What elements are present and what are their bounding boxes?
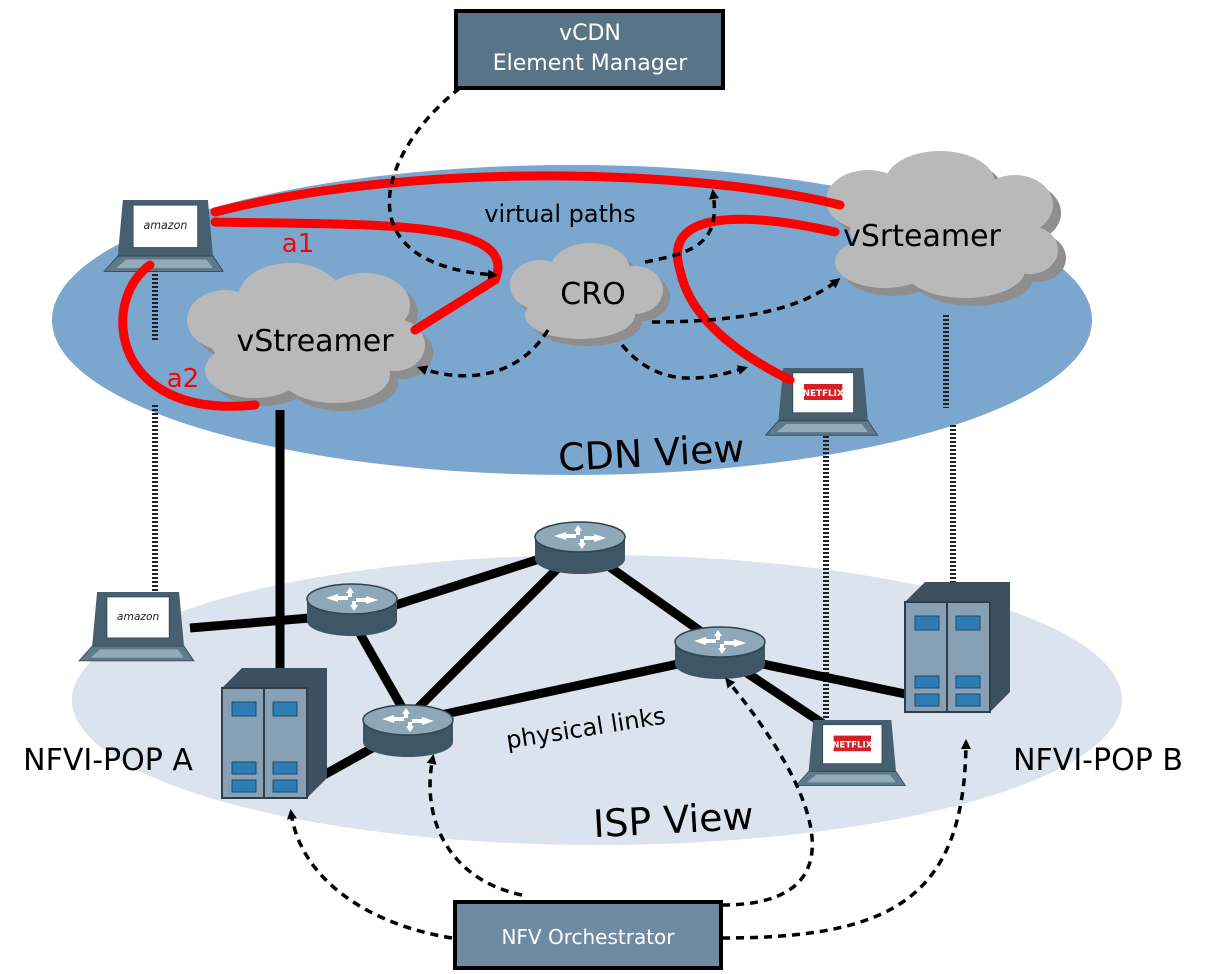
arrow-cro-to-netflix xyxy=(620,343,748,380)
arrow-manager-to-cro xyxy=(387,86,498,280)
laptop-amazon-isp: amazon xyxy=(78,591,195,662)
cloud-vstreamer xyxy=(187,263,433,411)
amazon-logo-text: amazon xyxy=(117,610,160,623)
laptop-amazon-cdn: amazon xyxy=(103,199,224,272)
virtual-path-a1 xyxy=(210,217,503,335)
arrow-orch-to-pop-a xyxy=(286,809,453,940)
vsrteamer-label: vSrteamer xyxy=(843,219,1001,254)
router-icon xyxy=(362,704,454,758)
arrow-orch-to-pop-b xyxy=(721,739,971,940)
control-arrows xyxy=(286,86,971,940)
laptop-netflix-isp: NETFLIX xyxy=(795,719,906,786)
arrow-orch-to-router-right xyxy=(721,677,814,907)
arrow-cro-to-vsrteamer xyxy=(651,278,841,324)
orchestrator-box: NFV Orchestrator xyxy=(453,900,723,970)
element-manager-line2: Element Manager xyxy=(493,51,688,76)
virtual-paths xyxy=(118,171,845,411)
router-icon xyxy=(674,626,766,680)
server-pop-a-icon xyxy=(221,667,328,799)
arrow-cro-to-path xyxy=(644,189,719,264)
laptop-netflix-cdn: NETFLIX xyxy=(765,367,878,436)
cro-label: CRO xyxy=(560,277,625,312)
netflix-logo-text: NETFLIX xyxy=(803,389,844,399)
server-pop-b-icon xyxy=(904,581,1011,713)
pop-b-label: NFVI-POP B xyxy=(1013,743,1183,778)
virtual-paths-label: virtual paths xyxy=(484,200,635,228)
cloud-vsrteamer xyxy=(826,151,1066,306)
virtual-path-a2 xyxy=(118,260,260,411)
router-icon xyxy=(534,521,626,575)
cdn-view-title: CDN View xyxy=(557,426,746,480)
router-icon xyxy=(306,583,398,637)
element-manager-box: vCDN Element Manager xyxy=(454,9,725,90)
orchestrator-label: NFV Orchestrator xyxy=(501,925,675,949)
path-a2-label: a2 xyxy=(167,364,199,394)
cloud-cro xyxy=(510,243,670,346)
arrow-orch-to-router xyxy=(426,754,523,897)
virtual-path-top xyxy=(210,171,845,217)
virtual-path-netflix xyxy=(673,214,840,385)
vstreamer-label: vStreamer xyxy=(236,324,394,359)
element-manager-line1: vCDN xyxy=(559,21,621,46)
isp-view-title: ISP View xyxy=(592,794,755,846)
path-a1-label: a1 xyxy=(282,229,314,259)
arrow-cro-to-vstreamer xyxy=(417,329,550,378)
amazon-logo-text: amazon xyxy=(143,219,187,232)
pop-a-label: NFVI-POP A xyxy=(23,743,193,778)
netflix-logo-text: NETFLIX xyxy=(832,740,872,750)
